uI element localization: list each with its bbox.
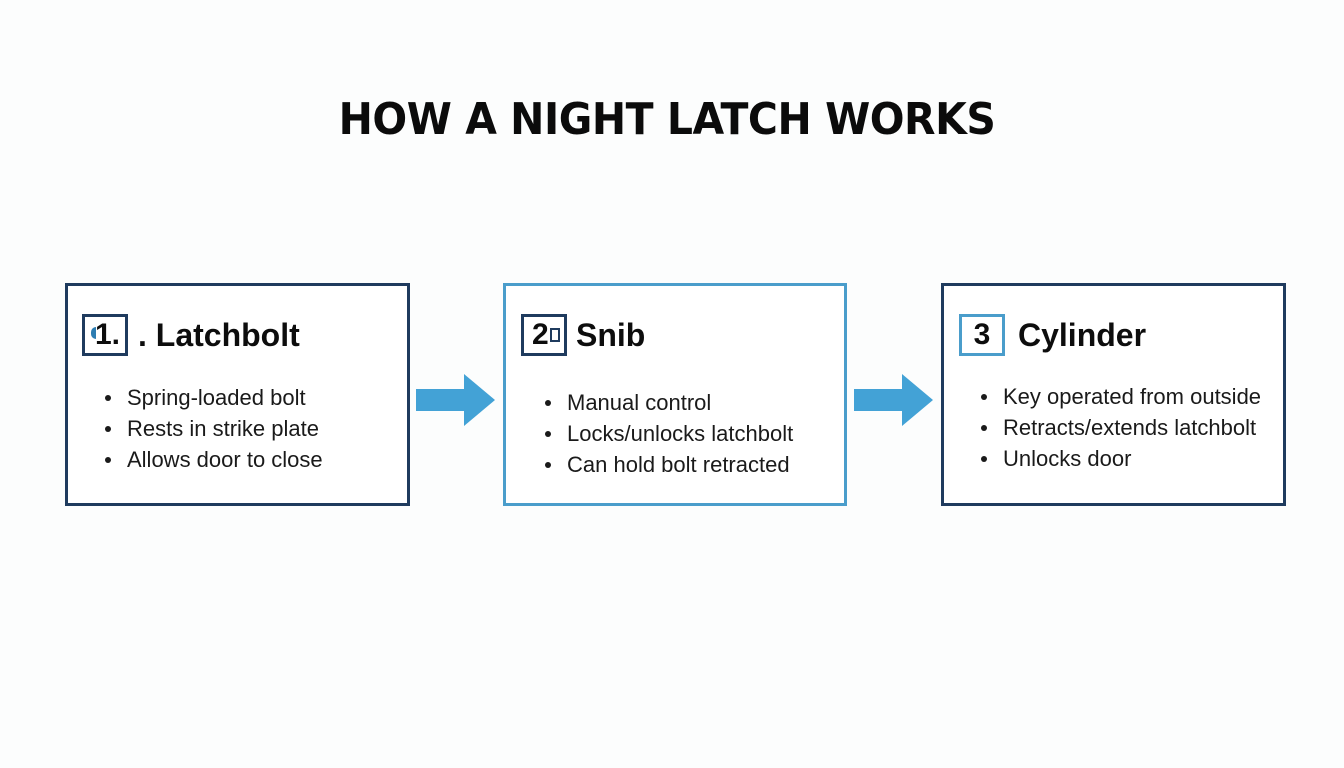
step-title: Snib — [576, 317, 646, 353]
step-number-badge: 1. — [82, 314, 128, 356]
bullet-item: Rests in strike plate — [105, 413, 323, 444]
bullet-item: Can hold bolt retracted — [545, 449, 793, 480]
step-card-latchbolt: 1. . Latchbolt Spring-loaded bolt Rests … — [65, 283, 410, 506]
bullet-item: Manual control — [545, 387, 793, 418]
bullet-item: Key operated from outside — [981, 381, 1261, 412]
step-bullet-list: Manual control Locks/unlocks latchbolt C… — [545, 387, 793, 480]
bullet-item: Retracts/extends latchbolt — [981, 412, 1261, 443]
badge-accent-mark — [91, 327, 96, 339]
step-bullet-list: Key operated from outside Retracts/exten… — [981, 381, 1261, 474]
step-title: . Latchbolt — [138, 317, 300, 353]
bullet-item: Locks/unlocks latchbolt — [545, 418, 793, 449]
step-number-badge: 3 — [959, 314, 1005, 356]
step-title: Cylinder — [1018, 317, 1147, 353]
step-number: 3 — [973, 318, 991, 351]
bullet-item: Allows door to close — [105, 444, 323, 475]
arrow-right-icon — [416, 374, 495, 426]
badge-square-mark — [550, 328, 560, 342]
step-card-snib: 2 Snib Manual control Locks/unlocks latc… — [503, 283, 847, 506]
arrow-right-icon — [854, 374, 933, 426]
diagram-title: HOW A NIGHT LATCH WORKS — [338, 94, 996, 145]
bullet-item: Unlocks door — [981, 443, 1261, 474]
step-card-cylinder: 3 Cylinder Key operated from outside Ret… — [941, 283, 1286, 506]
step-number: 1. — [95, 318, 121, 351]
step-bullet-list: Spring-loaded bolt Rests in strike plate… — [105, 382, 323, 475]
step-number: 2 — [532, 318, 549, 351]
step-number-badge: 2 — [521, 314, 567, 356]
bullet-item: Spring-loaded bolt — [105, 382, 323, 413]
